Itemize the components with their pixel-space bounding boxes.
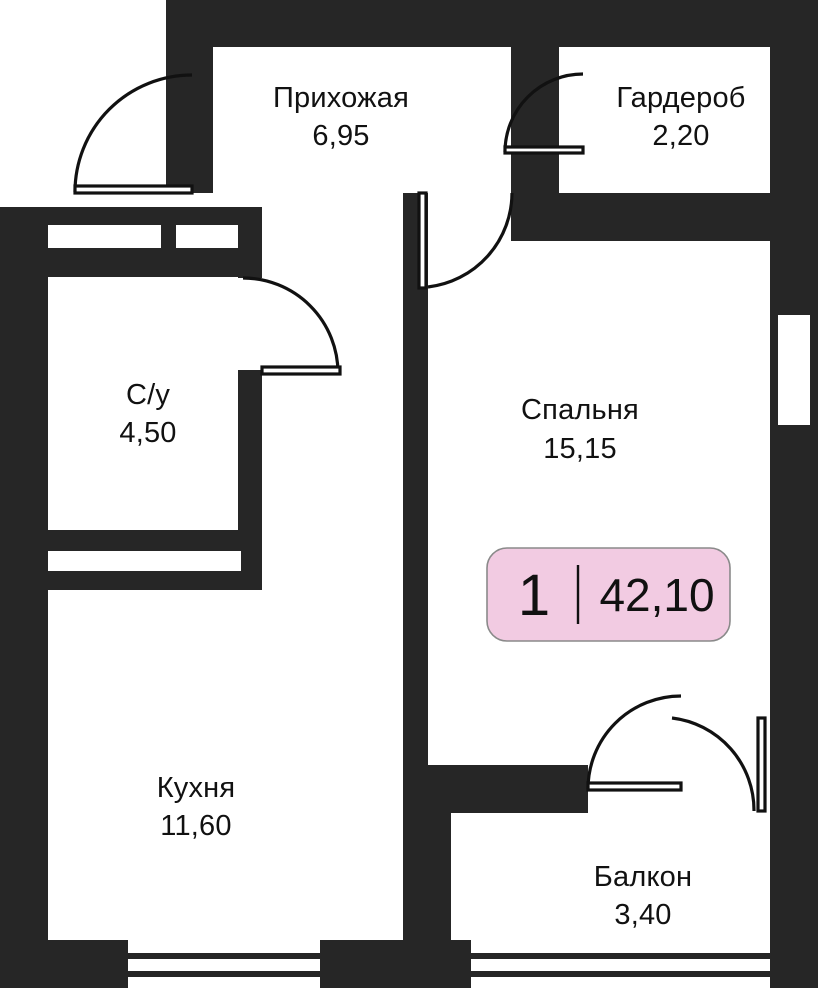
room-label-hallway: Прихожая: [273, 82, 409, 114]
room-label-balcony: Балкон: [594, 861, 692, 893]
room-area-balcony: 3,40: [614, 899, 671, 931]
wall-wardrobe-left: [511, 47, 559, 193]
room-label-bathroom: С/у: [126, 379, 170, 411]
room-area-hallway: 6,95: [312, 120, 369, 152]
wall-balcony-top: [428, 765, 588, 813]
room-area-wardrobe: 2,20: [652, 120, 709, 152]
room-label-wardrobe: Гардероб: [616, 82, 745, 114]
wall-top-outer: [166, 0, 818, 215]
room-label-kitchen: Кухня: [157, 772, 236, 804]
badge-total-area: 42,10: [599, 569, 714, 621]
wall-bathroom-right-upper: [238, 207, 262, 278]
door-balcony: [586, 694, 767, 813]
doors-group: [73, 72, 767, 813]
window-bottom-balcony: [471, 953, 770, 977]
wall-bottom-left: [0, 940, 128, 988]
wall-bottom-mid: [320, 940, 403, 988]
wall-right-upper: [770, 193, 818, 315]
wall-right-balcony: [770, 828, 818, 988]
window-right: [770, 315, 818, 425]
window-bottom-left: [128, 953, 320, 977]
wall-bottom-balcony-left: [403, 940, 471, 988]
room-label-bedroom: Спальня: [521, 394, 639, 426]
room-area-bedroom: 15,15: [543, 433, 617, 465]
badge-room-count: 1: [518, 563, 550, 628]
badge-background: [486, 547, 731, 642]
wall-bedroom-top: [511, 193, 818, 241]
door-wardrobe: [503, 72, 585, 155]
room-area-kitchen: 11,60: [160, 810, 231, 842]
door-bathroom: [242, 276, 342, 376]
apartment-summary-badge[interactable]: 1 42,10: [486, 547, 731, 642]
wall-left-outer: [0, 207, 48, 988]
niche-bathroom-top-left: [48, 225, 161, 248]
door-entrance: [73, 73, 194, 195]
room-area-bathroom: 4,50: [119, 417, 176, 449]
room-labels-group: Прихожая 6,95 Гардероб 2,20 С/у 4,50 Спа…: [119, 82, 745, 931]
door-bedroom: [417, 191, 514, 290]
wall-right-lower: [770, 425, 818, 828]
niche-bathroom-top-right: [176, 225, 241, 248]
niche-bathroom-bottom: [48, 551, 241, 571]
